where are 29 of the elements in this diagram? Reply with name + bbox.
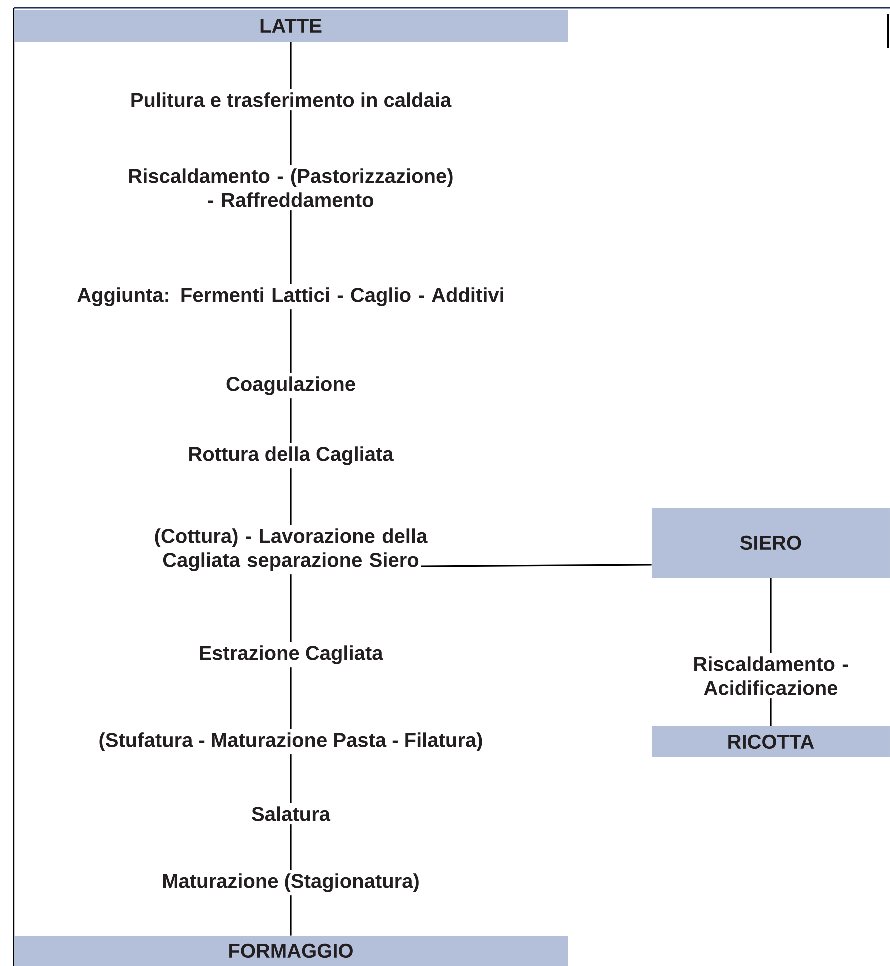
- process-step: Rottura della Cagliata: [190, 446, 394, 466]
- process-step: Aggiunta: Fermenti Lattici - Caglio - Additivi: [78, 288, 504, 306]
- connector-line: [290, 824, 292, 870]
- process-step: (Cottura) - Lavorazione della Cagliata separazione Siero: [155, 528, 428, 572]
- process-step: Pulitura e trasferimento in caldaia: [132, 92, 452, 108]
- connector-line: [290, 398, 292, 444]
- connector-line: [290, 310, 292, 374]
- product-band: FORMAGGIO: [14, 936, 568, 966]
- connector-line: [290, 754, 292, 804]
- process-step: Salatura: [252, 806, 331, 822]
- connector-line: [770, 698, 772, 726]
- process-step: Riscaldamento - Acidificazione: [694, 656, 848, 696]
- connector-line: [421, 564, 652, 568]
- connector-line: [290, 42, 292, 90]
- connector-line: [290, 668, 292, 730]
- process-step: Riscaldamento - (Pastorizzazione) - Raffreddamento: [130, 168, 453, 208]
- connector-line: [290, 468, 292, 526]
- product-box: SIERO: [652, 508, 890, 578]
- process-step: Maturazione (Stagionatura): [163, 874, 419, 892]
- process-step: (Stufatura - Maturazione Pasta - Filatura): [100, 732, 482, 752]
- connector-line: [290, 574, 292, 642]
- connector-line: [290, 210, 292, 284]
- product-band: RICOTTA: [652, 726, 890, 758]
- connector-line: [290, 896, 292, 936]
- connector-line: [290, 110, 292, 166]
- process-step: Coagulazione: [226, 376, 356, 396]
- process-step: Estrazione Cagliata: [200, 646, 384, 664]
- product-band: LATTE: [14, 10, 568, 42]
- connector-line: [770, 578, 772, 654]
